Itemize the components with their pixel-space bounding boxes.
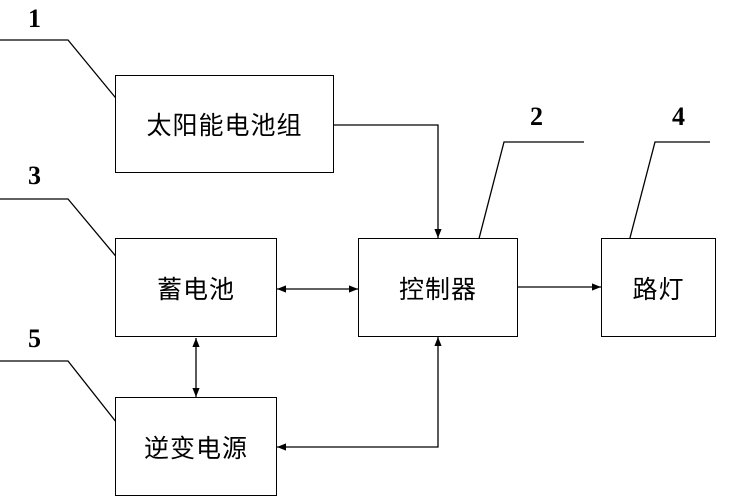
battery-label: 蓄电池 <box>156 274 235 304</box>
ref-number-3: 3 <box>28 161 41 190</box>
ref-number-1: 1 <box>28 4 41 33</box>
ref-number-4: 4 <box>672 102 685 131</box>
ref-number-5: 5 <box>28 324 41 353</box>
solar-panel-label: 太阳能电池组 <box>146 111 303 140</box>
controller-label: 控制器 <box>398 274 477 304</box>
arrow-inverter-controller <box>277 337 442 451</box>
leader-line-4 <box>624 141 710 258</box>
inverter-label: 逆变电源 <box>143 433 248 463</box>
controller-block: 控制器 <box>358 238 518 337</box>
leader-line-3 <box>0 198 125 267</box>
ref-number-2: 2 <box>530 102 543 131</box>
leader-line-5 <box>0 360 125 433</box>
leader-line-1 <box>0 39 125 109</box>
street-light-label: 路灯 <box>632 274 685 304</box>
arrow-solar-to-controller <box>334 124 442 238</box>
battery-block: 蓄电池 <box>115 238 277 337</box>
street-light-block: 路灯 <box>601 238 716 337</box>
solar-panel-block: 太阳能电池组 <box>115 75 334 173</box>
inverter-block: 逆变电源 <box>115 397 277 496</box>
leader-line-2 <box>473 141 584 259</box>
